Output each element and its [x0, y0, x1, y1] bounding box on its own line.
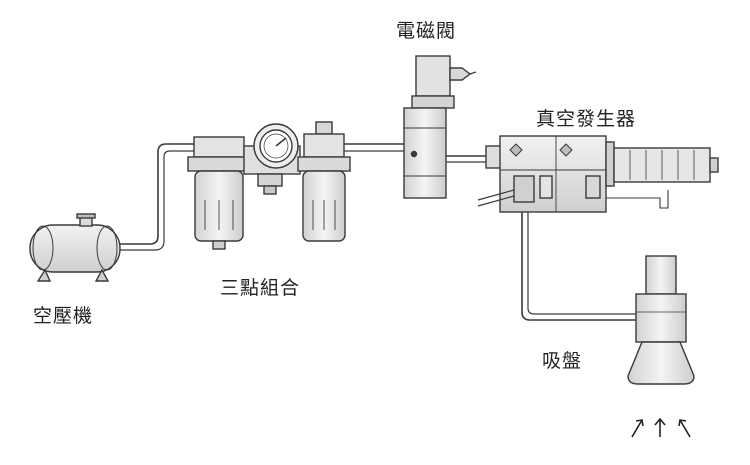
suction-cup-icon — [627, 255, 695, 385]
label-vacuum-generator: 真空發生器 — [536, 108, 637, 130]
pipe-compressor-to-frl — [116, 143, 194, 245]
label-solenoid-valve: 電磁閥 — [396, 20, 457, 42]
vacuum-generator-icon — [477, 135, 719, 213]
label-air-compressor: 空壓機 — [33, 305, 94, 327]
airflow-arrows-icon — [631, 417, 691, 438]
solenoid-valve-icon — [403, 55, 477, 199]
label-frl-unit: 三點組合 — [220, 277, 301, 299]
filter-regulator-icon — [187, 136, 251, 250]
lubricator-icon — [297, 121, 351, 242]
frl-unit — [187, 121, 351, 250]
pressure-gauge-icon — [243, 123, 301, 195]
air-pipes — [116, 143, 636, 321]
pipe-generator-to-cup — [521, 212, 636, 321]
label-suction-cup: 吸盤 — [542, 350, 583, 372]
air-compressor-icon — [29, 213, 121, 282]
